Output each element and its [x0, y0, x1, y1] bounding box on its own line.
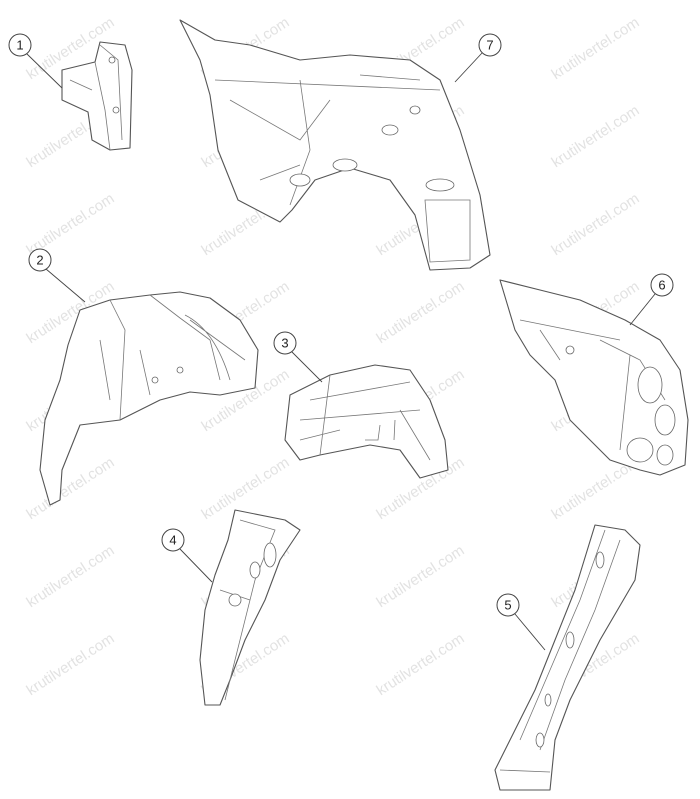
svg-text:6: 6 [658, 278, 665, 293]
part-5 [494, 524, 641, 791]
leader-line-2 [45, 268, 86, 303]
leader-line-4 [179, 548, 213, 583]
svg-text:7: 7 [486, 38, 493, 53]
callout-1: 1 [8, 33, 32, 57]
svg-text:4: 4 [169, 533, 176, 548]
part-4 [199, 509, 301, 706]
callout-4: 4 [161, 528, 185, 552]
part-6 [499, 279, 689, 476]
leader-line-1 [26, 53, 63, 89]
part-1 [61, 41, 133, 151]
svg-text:2: 2 [36, 253, 43, 268]
callout-6: 6 [650, 273, 674, 297]
callout-3: 3 [273, 331, 297, 355]
part-2 [39, 291, 259, 506]
callout-5: 5 [496, 593, 520, 617]
callout-2: 2 [28, 248, 52, 272]
part-3 [284, 364, 449, 479]
leader-line-7 [454, 52, 483, 83]
callout-7: 7 [478, 33, 502, 57]
svg-text:3: 3 [281, 336, 288, 351]
leader-line-5 [514, 613, 546, 651]
svg-text:5: 5 [504, 598, 511, 613]
leader-line-6 [629, 293, 656, 326]
svg-text:1: 1 [16, 38, 23, 53]
part-7 [179, 19, 491, 271]
leader-line-3 [291, 351, 323, 383]
